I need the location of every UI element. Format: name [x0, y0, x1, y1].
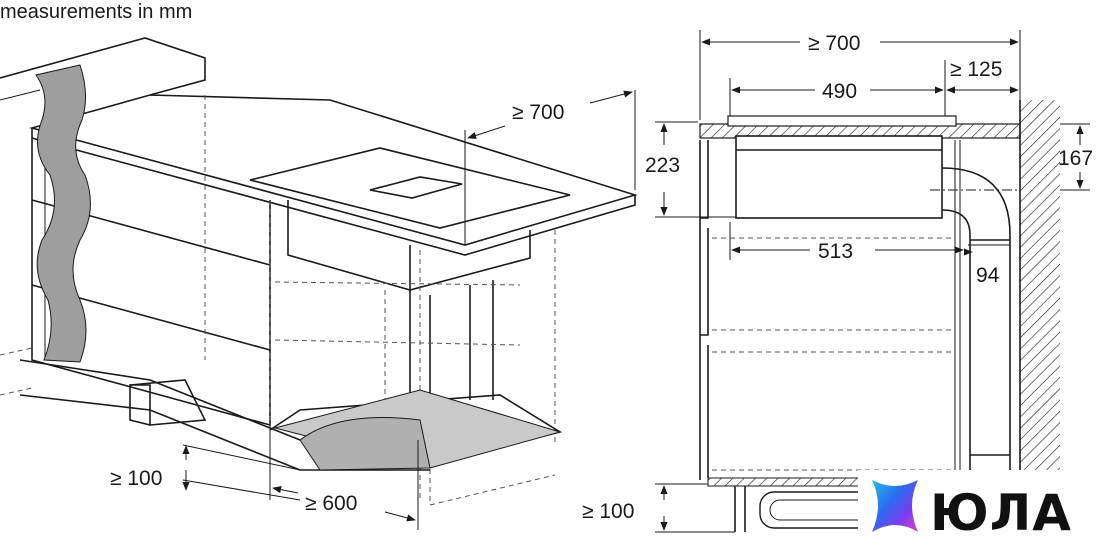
wall-duct-channel	[35, 64, 91, 363]
dim-right-hob-depth: 490	[822, 80, 857, 103]
section-view: ≥ 700 490 ≥ 125 223 167 513 94	[582, 30, 1093, 533]
dim-right-duct-width: 94	[976, 264, 1000, 287]
dim-right-plinth: ≥ 100	[582, 500, 634, 523]
dim-right-wall-gap: ≥ 125	[950, 58, 1002, 81]
brand-text: ЮЛА	[930, 484, 1072, 539]
measurements-caption: measurements in mm	[0, 1, 192, 23]
dim-right-total-depth: ≥ 700	[808, 32, 860, 55]
dim-right-duct-center: 167	[1058, 147, 1093, 170]
dim-right-hob-height: 223	[645, 154, 680, 177]
brand-watermark: ЮЛА	[858, 470, 1100, 539]
dim-left-depth: ≥ 700	[512, 101, 564, 124]
dim-left-cabinet-depth: ≥ 600	[305, 492, 357, 515]
isometric-view: ≥ 700 ≥ 100 ≥ 600	[0, 37, 638, 530]
brand-star-icon	[872, 480, 918, 532]
dim-left-plinth: ≥ 100	[110, 467, 162, 490]
dim-right-unit-depth: 513	[818, 240, 853, 263]
